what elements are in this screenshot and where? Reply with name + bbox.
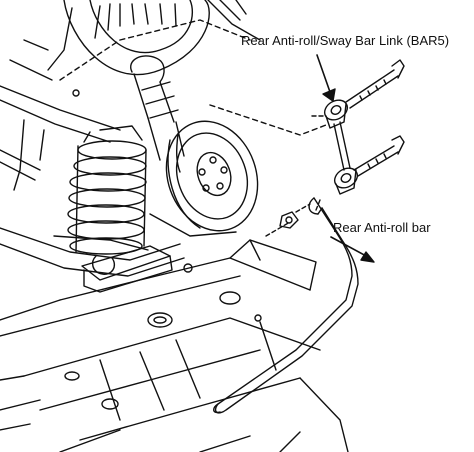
control-arm bbox=[0, 119, 237, 277]
sway-bar-link bbox=[265, 59, 405, 237]
bar-arrow bbox=[330, 236, 375, 263]
body-outline-dashed bbox=[59, 19, 327, 136]
wheel-well bbox=[47, 0, 261, 76]
brake-drum bbox=[165, 120, 259, 232]
coil-spring bbox=[67, 125, 147, 255]
floor-pan bbox=[0, 239, 349, 452]
strut bbox=[130, 55, 185, 161]
frame-rail bbox=[0, 39, 121, 181]
link-arrow bbox=[316, 54, 336, 102]
sway-bar-link-label: Rear Anti-roll/Sway Bar Link (BAR5) bbox=[241, 33, 450, 48]
spring-seat bbox=[81, 245, 173, 293]
anti-roll-bar-label: Rear Anti-roll bar bbox=[333, 220, 431, 235]
leader-line-link bbox=[53, 235, 149, 251]
